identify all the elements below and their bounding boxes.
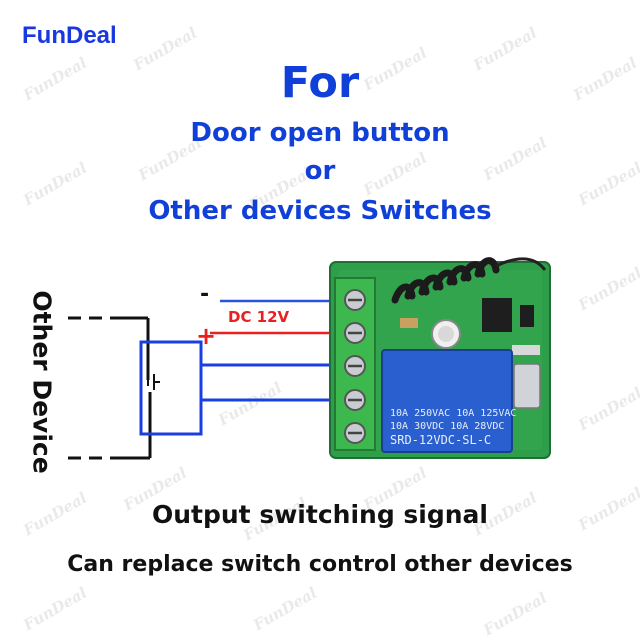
relay-rating-1: 10A 250VAC 10A 125VAC bbox=[390, 408, 516, 419]
caption-output-signal: Output switching signal bbox=[151, 500, 488, 529]
other-device-label: Other Device bbox=[27, 290, 57, 474]
antenna-coil bbox=[391, 257, 500, 304]
title-door-open-button: Door open button bbox=[190, 118, 450, 148]
brand-logo: FunDeal bbox=[22, 22, 117, 49]
switch-symbol bbox=[147, 374, 160, 390]
negative-sign: - bbox=[200, 282, 210, 307]
relay-model: SRD-12VDC-SL-C bbox=[390, 433, 491, 447]
title-for: For bbox=[280, 58, 360, 108]
title-or: or bbox=[304, 156, 336, 186]
relay bbox=[381, 349, 513, 453]
positive-sign: + bbox=[196, 322, 217, 350]
ic-chip bbox=[482, 298, 512, 332]
relay-module: 10A 250VAC 10A 125VAC 10A 30VDC 10A 28VD… bbox=[329, 257, 551, 459]
title-other-devices-switches: Other devices Switches bbox=[148, 196, 492, 226]
dc-voltage-label: DC 12V bbox=[228, 308, 290, 326]
crystal bbox=[513, 363, 541, 409]
caption-replace-switch: Can replace switch control other devices bbox=[67, 552, 573, 577]
external-wires bbox=[68, 316, 152, 460]
terminal-screws bbox=[344, 289, 366, 444]
relay-rating-2: 10A 30VDC 10A 28VDC bbox=[390, 421, 504, 432]
connection-box bbox=[139, 340, 203, 436]
